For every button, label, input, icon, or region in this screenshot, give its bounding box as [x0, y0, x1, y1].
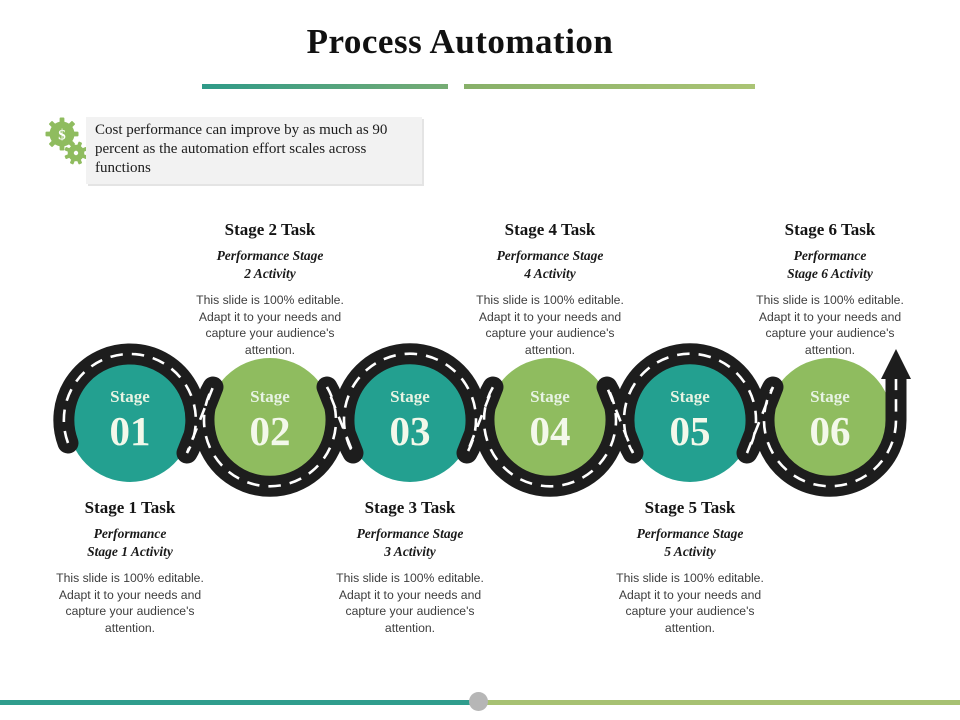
- gears-dollar-icon: $: [42, 117, 88, 174]
- task-title: Stage 1 Task: [84, 498, 176, 517]
- footer-line-left: [0, 700, 478, 705]
- task-title: Stage 4 Task: [504, 220, 596, 239]
- subtitle-line-1: Performance Stage: [636, 526, 744, 541]
- stage-circle-04: Stage 04: [488, 358, 612, 482]
- stage-label: Stage: [810, 387, 850, 406]
- footer-line-right: [478, 700, 960, 705]
- stage-circle-03: Stage 03: [348, 358, 472, 482]
- stage-3-task-block: Stage 3 Task Performance Stage 3 Activit…: [310, 498, 510, 636]
- task-subtitle: Performance Stage 1 Activity: [30, 525, 230, 560]
- stage-2-task-block: Stage 2 Task Performance Stage 2 Activit…: [170, 220, 370, 358]
- stage-label: Stage: [250, 387, 290, 406]
- task-body: This slide is 100% editable. Adapt it to…: [336, 571, 484, 635]
- footer-dot: [469, 692, 488, 711]
- stage-number: 05: [669, 408, 711, 454]
- stage-number: 03: [389, 408, 431, 454]
- callout-line-1: Cost performance can improve by as much …: [95, 122, 388, 138]
- subtitle-line-2: 3 Activity: [384, 543, 436, 559]
- task-body: This slide is 100% editable. Adapt it to…: [476, 293, 624, 357]
- subtitle-line-2: 4 Activity: [524, 265, 576, 281]
- subtitle-line-1: Performance Stage: [216, 248, 324, 263]
- task-subtitle: Performance Stage 5 Activity: [590, 525, 790, 560]
- stage-number: 02: [249, 408, 291, 454]
- task-subtitle: Performance Stage 4 Activity: [450, 247, 650, 282]
- subtitle-line-2: Stage 6 Activity: [787, 265, 873, 281]
- task-body: This slide is 100% editable. Adapt it to…: [756, 293, 904, 357]
- stage-label: Stage: [390, 387, 430, 406]
- stage-circle-02: Stage 02: [208, 358, 332, 482]
- stage-1-task-block: Stage 1 Task Performance Stage 1 Activit…: [30, 498, 230, 636]
- subtitle-line-2: 5 Activity: [664, 543, 716, 559]
- stage-number: 04: [529, 408, 571, 454]
- stage-label: Stage: [670, 387, 710, 406]
- title-underline-left: [202, 84, 448, 89]
- stage-circle-06: Stage 06: [768, 358, 892, 482]
- task-body: This slide is 100% editable. Adapt it to…: [196, 293, 344, 357]
- callout-line-2: percent as the automation effort scales …: [95, 141, 367, 177]
- task-title: Stage 6 Task: [784, 220, 876, 239]
- subtitle-line-2: 2 Activity: [244, 265, 296, 281]
- task-subtitle: Performance Stage 2 Activity: [170, 247, 370, 282]
- stage-number: 06: [809, 408, 851, 454]
- subtitle-line-2: Stage 1 Activity: [87, 543, 173, 559]
- title-underline-right: [464, 84, 755, 89]
- task-subtitle: Performance Stage 3 Activity: [310, 525, 510, 560]
- callout-box: Cost performance can improve by as much …: [86, 117, 422, 184]
- callout-text: Cost performance can improve by as much …: [86, 117, 422, 184]
- stage-label: Stage: [110, 387, 150, 406]
- stage-circle-01: Stage 01: [68, 358, 192, 482]
- stage-4-task-block: Stage 4 Task Performance Stage 4 Activit…: [450, 220, 650, 358]
- task-title: Stage 3 Task: [364, 498, 456, 517]
- task-title: Stage 2 Task: [224, 220, 316, 239]
- stage-5-task-block: Stage 5 Task Performance Stage 5 Activit…: [590, 498, 790, 636]
- subtitle-line-1: Performance Stage: [356, 526, 464, 541]
- subtitle-line-1: Performance: [93, 526, 167, 541]
- task-subtitle: Performance Stage 6 Activity: [730, 247, 930, 282]
- task-body: This slide is 100% editable. Adapt it to…: [56, 571, 204, 635]
- stage-6-task-block: Stage 6 Task Performance Stage 6 Activit…: [730, 220, 930, 358]
- subtitle-line-1: Performance: [793, 248, 867, 263]
- stage-label: Stage: [530, 387, 570, 406]
- task-title: Stage 5 Task: [644, 498, 736, 517]
- subtitle-line-1: Performance Stage: [496, 248, 604, 263]
- stage-circle-05: Stage 05: [628, 358, 752, 482]
- page-title: Process Automation: [306, 22, 614, 61]
- stage-number: 01: [109, 408, 151, 454]
- dollar-symbol: $: [58, 128, 66, 144]
- task-body: This slide is 100% editable. Adapt it to…: [616, 571, 764, 635]
